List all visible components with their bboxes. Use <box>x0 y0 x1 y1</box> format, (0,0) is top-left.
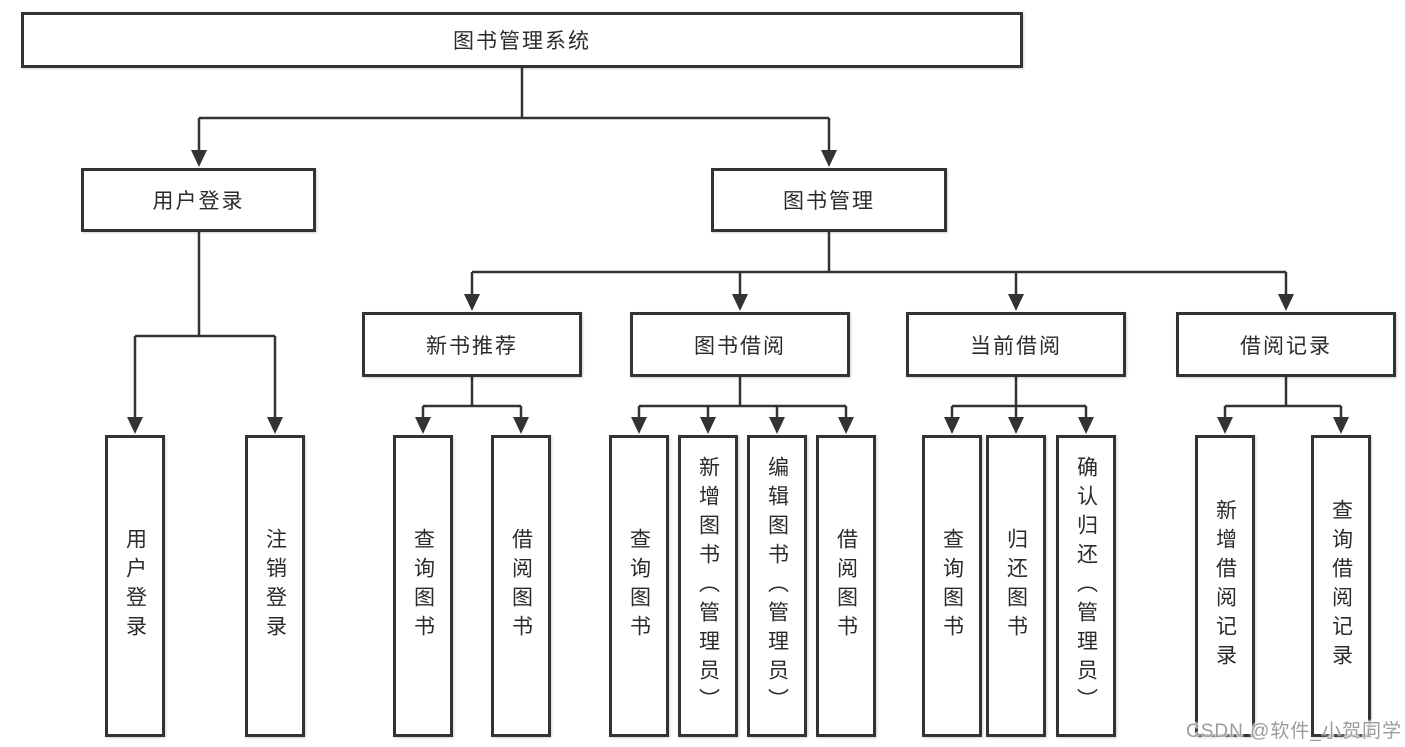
watermark: CSDN @软件_小贺同学 <box>1186 721 1402 742</box>
node-book-management: 图书管理 <box>711 168 947 232</box>
leaf-label: 归还图书 <box>1004 528 1028 644</box>
leaf-label: 查询图书 <box>940 528 964 644</box>
leaf-label: 编辑图书（管理员） <box>765 455 789 717</box>
node-new-book-recommend: 新书推荐 <box>362 312 582 377</box>
leaf-query-books-borrow: 查询图书 <box>609 435 669 737</box>
leaf-query-borrow-record: 查询借阅记录 <box>1311 435 1371 737</box>
leaf-user-login: 用户登录 <box>105 435 165 737</box>
node-user-login: 用户登录 <box>81 168 316 232</box>
leaf-return-books: 归还图书 <box>986 435 1046 737</box>
leaf-query-books-newbook: 查询图书 <box>393 435 453 737</box>
leaf-borrow-books: 借阅图书 <box>816 435 876 737</box>
leaf-edit-book-admin: 编辑图书（管理员） <box>747 435 807 737</box>
leaf-label: 查询图书 <box>411 528 435 644</box>
leaf-label: 用户登录 <box>123 528 147 644</box>
leaf-label: 新增借阅记录 <box>1213 499 1237 673</box>
node-book-borrowing: 图书借阅 <box>630 312 850 377</box>
node-borrow-records: 借阅记录 <box>1176 312 1396 377</box>
node-system-root: 图书管理系统 <box>21 12 1023 68</box>
leaf-label: 借阅图书 <box>834 528 858 644</box>
leaf-borrow-books-newbook: 借阅图书 <box>491 435 551 737</box>
leaf-query-books-current: 查询图书 <box>922 435 982 737</box>
leaf-logout: 注销登录 <box>245 435 305 737</box>
leaf-confirm-return-admin: 确认归还（管理员） <box>1056 435 1116 737</box>
leaf-label: 注销登录 <box>263 528 287 644</box>
node-current-borrowing: 当前借阅 <box>906 312 1126 377</box>
connector-stems <box>133 68 1343 419</box>
leaf-label: 查询图书 <box>627 528 651 644</box>
leaf-label: 借阅图书 <box>509 528 533 644</box>
leaf-add-book-admin: 新增图书（管理员） <box>678 435 738 737</box>
leaf-label: 查询借阅记录 <box>1329 499 1353 673</box>
leaf-label: 新增图书（管理员） <box>696 455 720 717</box>
leaf-add-borrow-record: 新增借阅记录 <box>1195 435 1255 737</box>
leaf-label: 确认归还（管理员） <box>1074 455 1098 717</box>
